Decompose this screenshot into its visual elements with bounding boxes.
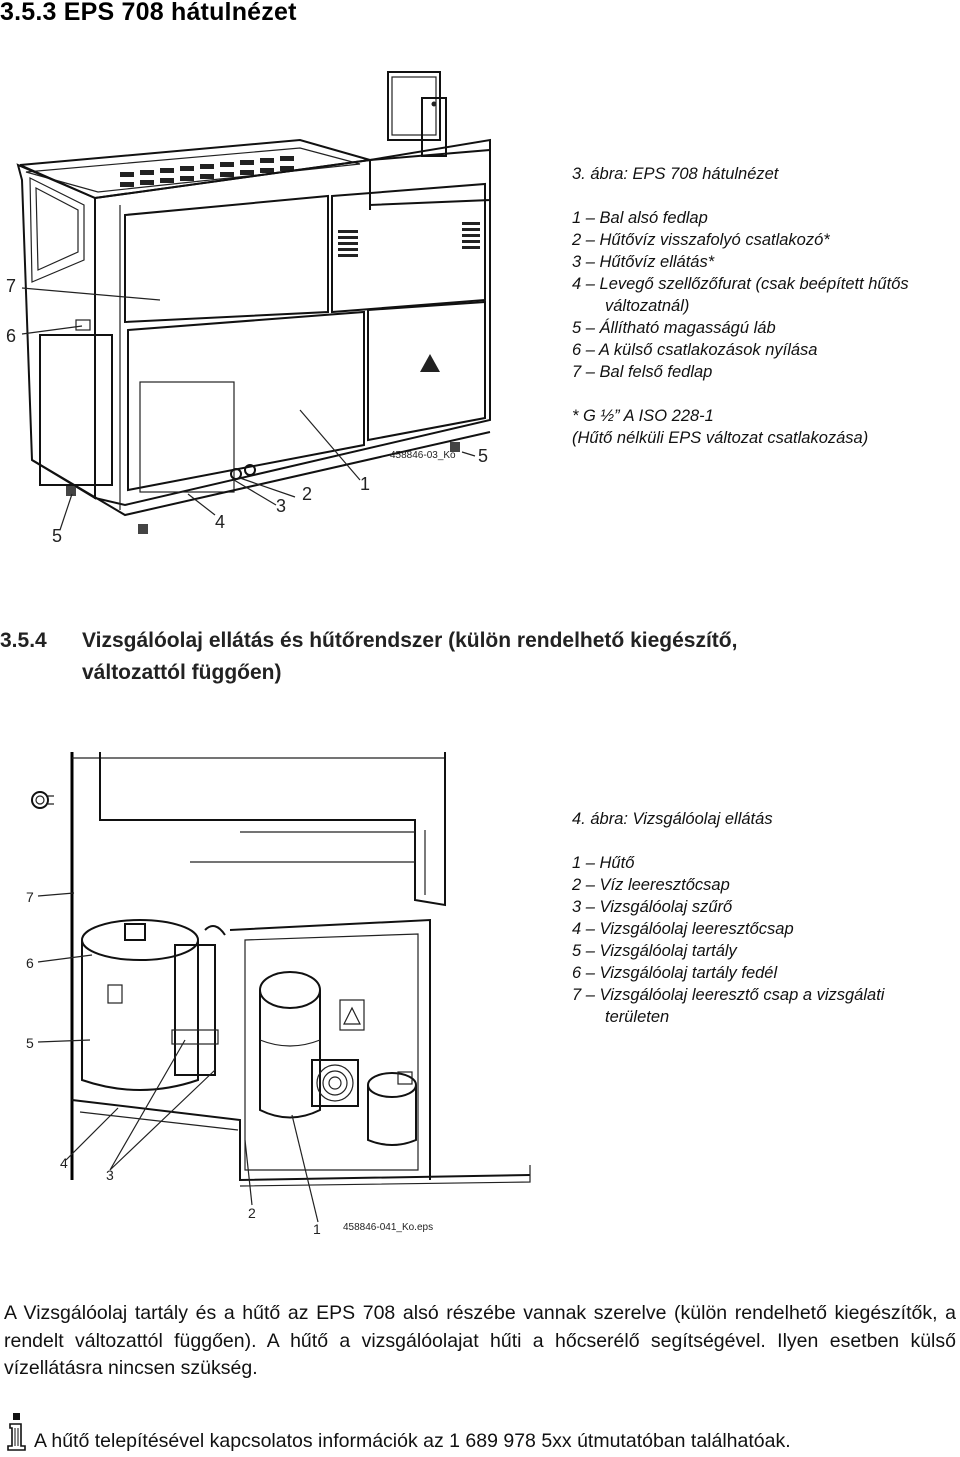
body-paragraph: A Vizsgálóolaj tartály és a hűtő az EPS …	[4, 1302, 956, 1379]
figure-caption: 4. ábra: Vizsgálóolaj ellátás	[572, 810, 773, 828]
callout-4: 4	[60, 1155, 68, 1171]
legend-item: 4 – Vizsgálóolaj leeresztőcsap	[572, 920, 794, 938]
callout-1: 1	[313, 1221, 321, 1237]
legend-item: 3 – Hűtővíz ellátás*	[572, 253, 715, 271]
section-heading-3-5-4: 3.5.4 Vizsgálóolaj ellátás és hűtőrendsze…	[0, 625, 940, 689]
legend-item: 6 – Vizsgálóolaj tartály fedél	[572, 964, 778, 982]
figure-4-legend: 4. ábra: Vizsgálóolaj ellátás 1 – Hűtő 2…	[572, 808, 884, 1028]
figure-4-oil-supply-drawing: 7 6 5 4 3 2 1 458846-041_Ko.eps	[26, 752, 531, 1237]
callout-6: 6	[26, 955, 34, 971]
callout-5: 5	[26, 1035, 34, 1051]
legend-item: 7 – Bal felső fedlap	[572, 363, 713, 381]
callout-6: 6	[6, 326, 16, 346]
legend-item: 4 – Levegő szellőzőfurat (csak beépített…	[572, 275, 909, 293]
callout-1: 1	[360, 474, 370, 494]
callout-4: 4	[215, 512, 225, 532]
section-title-line-2: változattól függően)	[82, 661, 282, 684]
figure-3-rear-view-drawing: 7 6 5 4 3 2 1 5 458846-03_Ko	[6, 71, 491, 546]
info-note: A hűtő telepítésével kapcsolatos informá…	[34, 1430, 791, 1452]
callout-7: 7	[26, 889, 34, 905]
callout-7: 7	[6, 276, 16, 296]
callout-3: 3	[106, 1167, 114, 1183]
legend-item-continuation: területen	[605, 1008, 670, 1026]
legend-item: 2 – Hűtővíz visszafolyó csatlakozó*	[572, 231, 830, 249]
legend-item: 5 – Vizsgálóolaj tartály	[572, 942, 737, 960]
figure-caption: 3. ábra: EPS 708 hátulnézet	[572, 165, 779, 183]
callout-5-right: 5	[478, 446, 488, 466]
drawing-code: 458846-03_Ko	[390, 450, 456, 461]
legend-item: 6 – A külső csatlakozások nyílása	[572, 341, 818, 359]
callout-3: 3	[276, 496, 286, 516]
legend-item: 1 – Bal alsó fedlap	[572, 209, 708, 227]
legend-item: 1 – Hűtő	[572, 854, 635, 872]
legend-note: * G ½” A ISO 228-1	[572, 407, 714, 425]
legend-item-continuation: változatnál)	[605, 297, 690, 315]
section-title-line-1: Vizsgálóolaj ellátás és hűtőrendszer (kü…	[82, 629, 738, 652]
callout-2: 2	[248, 1205, 256, 1221]
info-icon	[7, 1413, 26, 1451]
callout-5-left: 5	[52, 526, 62, 546]
callout-2: 2	[302, 484, 312, 504]
figure-3-legend: 3. ábra: EPS 708 hátulnézet 1 – Bal alsó…	[572, 163, 909, 449]
legend-item: 2 – Víz leeresztőcsap	[572, 876, 730, 894]
section-heading-3-5-3: 3.5.3 EPS 708 hátulnézet	[0, 0, 297, 26]
legend-item: 7 – Vizsgálóolaj leeresztő csap a vizsgá…	[572, 986, 885, 1004]
legend-item: 3 – Vizsgálóolaj szűrő	[572, 898, 733, 916]
legend-note: (Hűtő nélküli EPS változat csatlakozása)	[572, 429, 869, 447]
section-number: 3.5.4	[0, 629, 47, 652]
oil-valve-icon	[31, 791, 54, 809]
drawing-code: 458846-041_Ko.eps	[343, 1222, 433, 1233]
legend-item: 5 – Állítható magasságú láb	[572, 319, 776, 337]
